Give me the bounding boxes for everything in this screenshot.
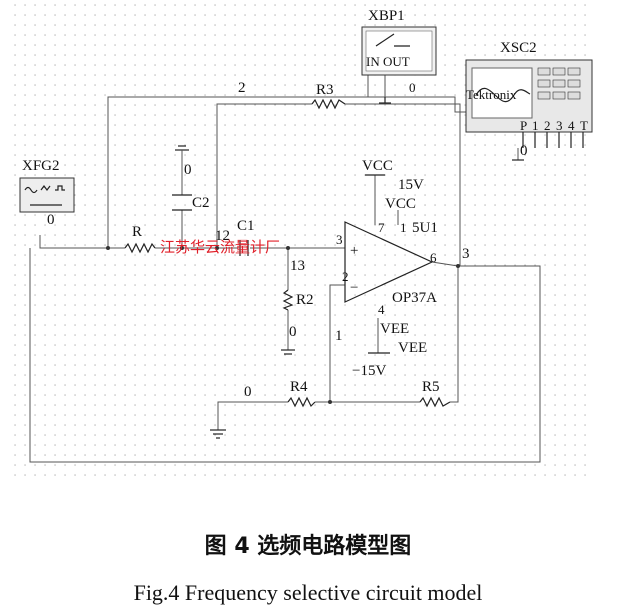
- xbp1-instrument[interactable]: XBP1 IN OUT 0: [361, 8, 437, 104]
- svg-text:2: 2: [544, 118, 551, 133]
- scope-probe-pins: [522, 132, 584, 148]
- bode-curve-icon: [375, 33, 410, 47]
- net-13: 13: [290, 258, 305, 274]
- vee-value: −15V: [352, 363, 386, 379]
- xsc2-ref: XSC2: [500, 40, 537, 56]
- waveform-icon: [24, 185, 65, 194]
- capacitor-C1[interactable]: C1: [237, 218, 255, 256]
- vcc-pin-label: VCC: [385, 196, 416, 212]
- vcc-supply: VCC 15V VCC: [362, 158, 424, 212]
- capacitor-C2-label: C2: [192, 195, 210, 211]
- resistor-R-label: R: [132, 224, 142, 240]
- resistor-R2-label: R2: [296, 292, 314, 308]
- svg-text:1: 1: [532, 118, 539, 133]
- opamp-pin7: 7: [378, 220, 385, 235]
- scope-brand: Tektronix: [466, 87, 517, 102]
- net-12: 12: [215, 228, 230, 244]
- resistor-R3[interactable]: R3: [311, 82, 346, 110]
- scope-knobs: [537, 67, 581, 100]
- capacitor-C2[interactable]: C2 0: [172, 145, 210, 211]
- resistor-R4-label: R4: [290, 379, 308, 395]
- r2-ground-net: 0: [289, 324, 297, 340]
- watermark-text: 江苏华云流量计厂: [160, 238, 280, 256]
- opamp-pin-out: 6: [430, 250, 437, 265]
- svg-text:3: 3: [556, 118, 563, 133]
- net-3: 3: [462, 246, 470, 262]
- vcc-label: VCC: [362, 158, 393, 174]
- xsc2-instrument[interactable]: XSC2 Tektronix P 1 2 3 4 T: [465, 40, 593, 161]
- r4-ground-net: 0: [244, 384, 252, 400]
- opamp-plus-sign: +: [350, 243, 358, 259]
- opamp-minus-sign: −: [350, 280, 358, 296]
- xfg2-zero: 0: [47, 212, 55, 228]
- caption-chinese: 图 4 选频电路模型图: [205, 533, 412, 559]
- xbp1-ref: XBP1: [368, 8, 405, 24]
- net-2: 2: [238, 80, 246, 96]
- resistor-R3-label: R3: [316, 82, 334, 98]
- resistor-R4[interactable]: R4: [287, 379, 316, 408]
- xbp1-zero: 0: [409, 80, 416, 95]
- resistor-R5[interactable]: R5: [419, 379, 451, 408]
- xfg2-instrument[interactable]: XFG2 0: [19, 158, 75, 228]
- resistor-R2[interactable]: R2 0: [281, 289, 314, 355]
- xbp1-ports: IN OUT: [366, 54, 410, 69]
- opamp-pin-plus: 3: [336, 232, 343, 247]
- wires: [29, 75, 541, 463]
- svg-text:4: 4: [568, 118, 575, 133]
- junctions: [106, 246, 460, 404]
- vee-supply: VEE VEE −15V: [352, 321, 427, 379]
- waveform-icon: [475, 87, 531, 103]
- vee-pin-label: VEE: [380, 321, 409, 337]
- net-1: 1: [335, 328, 343, 344]
- opamp-pin4: 4: [378, 302, 385, 317]
- net-labels: 2 12 13 3 1: [215, 80, 470, 344]
- opamp-op37a[interactable]: + − 3 2 6 7 1 4 5U1 OP37A: [336, 220, 459, 317]
- opamp-ref: 5U1: [412, 220, 438, 236]
- svg-text:P: P: [520, 118, 527, 133]
- vee-label: VEE: [398, 340, 427, 356]
- opamp-pin1: 1: [400, 220, 407, 235]
- c2-ground-net: 0: [184, 162, 192, 178]
- svg-text:T: T: [580, 118, 588, 133]
- opamp-name: OP37A: [392, 290, 437, 306]
- caption-english: Fig.4 Frequency selective circuit model: [134, 580, 483, 605]
- resistor-R5-label: R5: [422, 379, 440, 395]
- opamp-pin-minus: 2: [342, 269, 349, 284]
- resistor-R[interactable]: R: [124, 224, 156, 254]
- scope-pin-labels: P 1 2 3 4 T: [520, 118, 588, 133]
- capacitor-C1-label: C1: [237, 218, 255, 234]
- xsc2-zero: 0: [520, 143, 528, 159]
- vcc-value: 15V: [398, 177, 424, 193]
- ground-R4: 0: [210, 384, 252, 439]
- xfg2-ref: XFG2: [22, 158, 60, 174]
